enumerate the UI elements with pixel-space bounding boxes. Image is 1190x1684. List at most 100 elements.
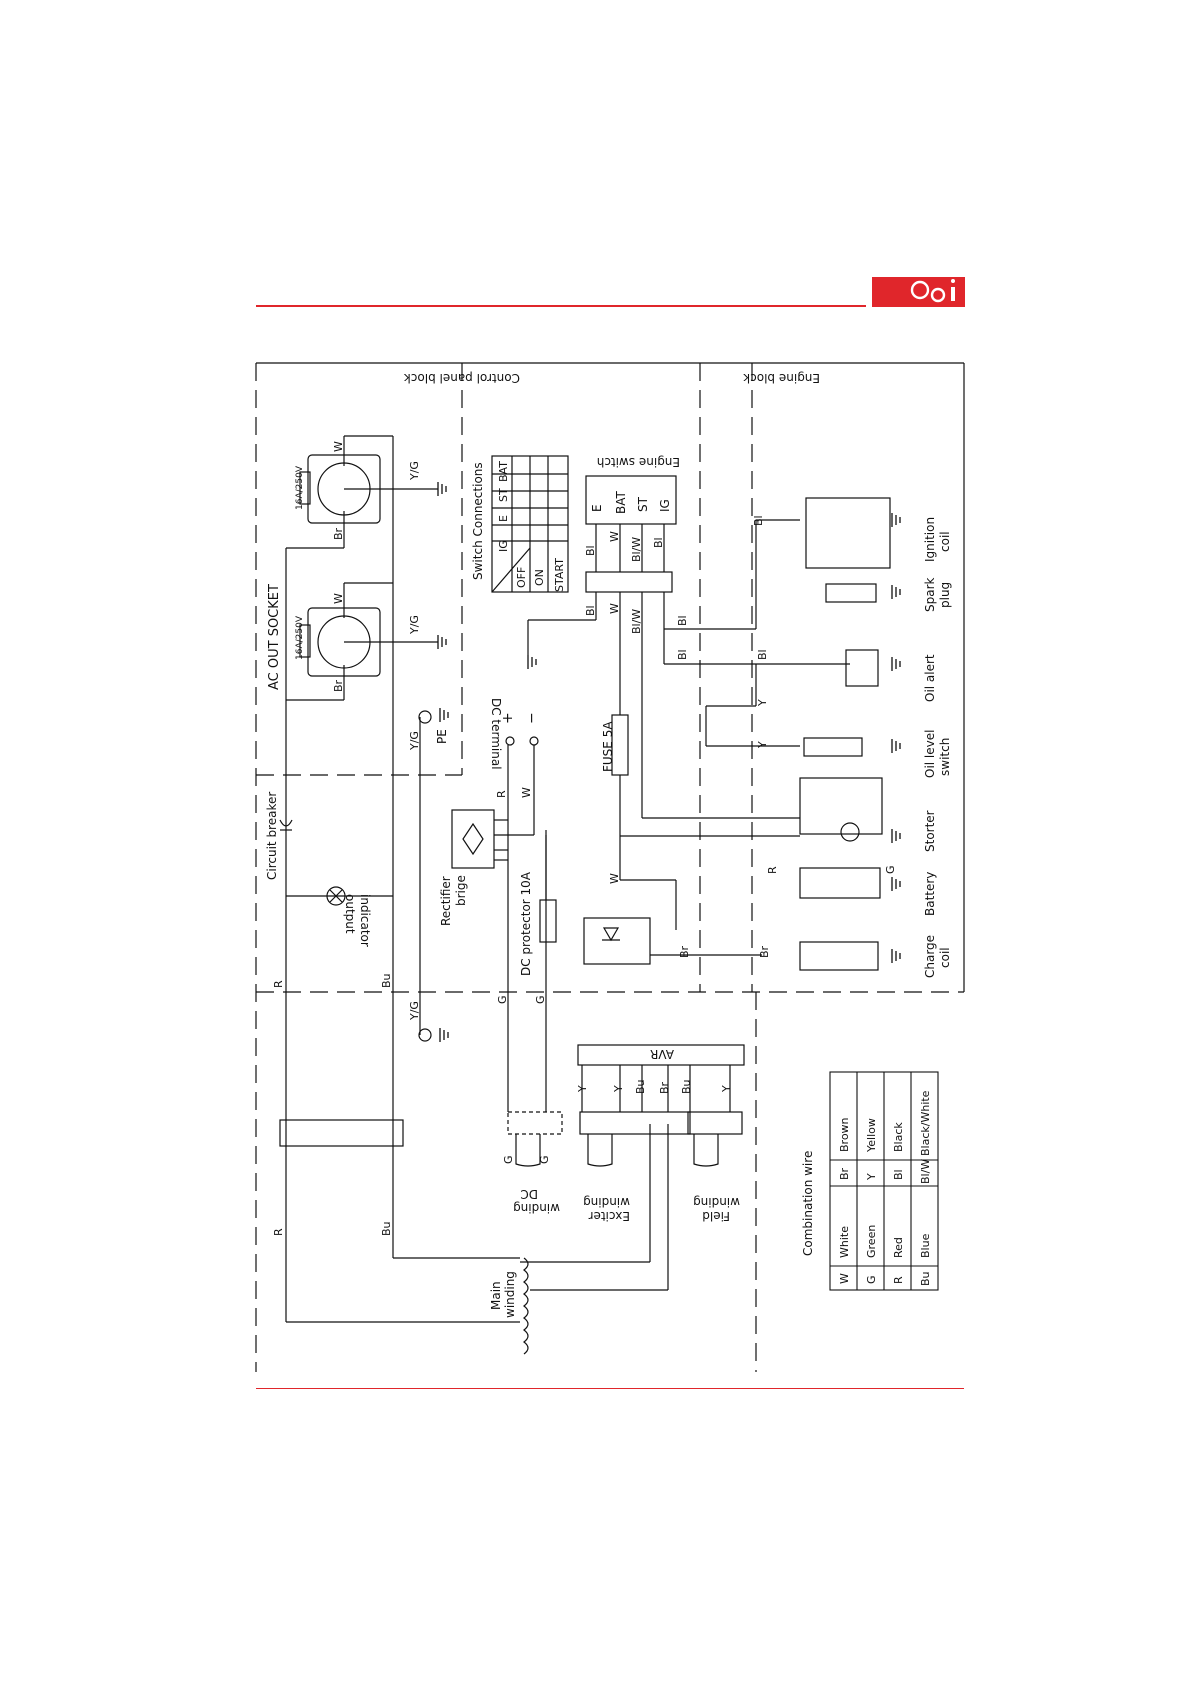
ac-out-socket-label: AC OUT SOCKET — [267, 584, 282, 690]
wire-label-bl-7: Bl — [756, 649, 769, 660]
wire-label-g-battery: G — [884, 865, 897, 874]
wire-label-r-dc: R — [495, 790, 508, 798]
combination-wire-legend: Combination wire W White Br Brown G Gree… — [801, 1071, 939, 1291]
legend-name-black: Black — [892, 1122, 905, 1152]
circuit-breaker-label: Circuit breaker — [265, 792, 279, 880]
wire-label-r-bottom: R — [272, 1228, 285, 1236]
fuse-label: FUSE 5A — [601, 721, 615, 772]
wire-label-bl-2: Bl — [652, 537, 665, 548]
wire-label-y-1: Y — [756, 699, 769, 707]
engine-switch-terminal-bat: BAT — [614, 490, 628, 514]
wire-label-br-avr: Br — [658, 1081, 671, 1094]
engine-switch-terminal-e: E — [590, 504, 604, 512]
dc-terminal-label: DC terminal — [489, 698, 503, 770]
legend-code-bl: Bl — [892, 1169, 905, 1180]
wire-label-br-charge-1: Br — [678, 945, 691, 958]
switch-header-bat: BAT — [497, 461, 510, 482]
legend-code-bu: Bu — [919, 1271, 932, 1286]
field-winding-label-2: winding — [693, 1195, 740, 1209]
wire-label-w-1: W — [608, 531, 621, 542]
pe-label: PE — [435, 729, 449, 744]
wire-label-y-avr-1: Y — [576, 1085, 589, 1093]
avr-label: AVR — [650, 1047, 674, 1061]
ignition-coil-label-1: Ignition — [923, 517, 937, 562]
wire-label-w-2: W — [608, 603, 621, 614]
wire-label-y-2: Y — [756, 741, 769, 749]
engine-switch-terminal-st: ST — [636, 496, 650, 512]
legend-name-black-white: Black/White — [919, 1090, 932, 1156]
legend-code-w: W — [838, 1273, 851, 1284]
wire-label-r-starter: R — [766, 866, 779, 874]
dc-winding-label-2: winding — [513, 1201, 560, 1215]
rectifier-label-2: brige — [454, 875, 468, 906]
wire-label-g-1: G — [496, 995, 509, 1004]
field-winding-label-1: Field — [702, 1209, 730, 1223]
legend-name-blue: Blue — [919, 1233, 932, 1258]
socket-rating-1: 16A/250V — [295, 465, 305, 510]
wire-label-bu-avr-2: Bu — [680, 1079, 693, 1094]
charge-coil-label-2: coil — [938, 947, 952, 968]
legend-code-y: Y — [865, 1173, 878, 1181]
gear-info-icon — [910, 279, 955, 303]
wire-label-w-dc: W — [520, 787, 533, 798]
output-indicator-label-1: output — [343, 894, 357, 934]
wire-label-bu-bottom: Bu — [380, 1221, 393, 1236]
starter-label: Storter — [923, 810, 937, 852]
wire-label-yg-socket1: Y/G — [408, 461, 421, 481]
legend-name-brown: Brown — [838, 1117, 851, 1152]
oil-level-label-1: Oil level — [923, 730, 937, 778]
wire-label-bu-avr-1: Bu — [634, 1079, 647, 1094]
legend-title: Combination wire — [801, 1151, 815, 1256]
legend-name-red: Red — [892, 1237, 905, 1258]
socket-rating-2: 16A/250V — [295, 615, 305, 660]
oil-alert-label: Oil alert — [923, 654, 937, 702]
wire-label-br-socket2: Br — [332, 679, 345, 692]
spark-plug-label-1: Spark — [923, 577, 937, 612]
wire-label-yg-bottom: Y/G — [408, 1001, 421, 1021]
wire-label-bl-4: Bl — [676, 615, 689, 626]
wire-label-bl-5: Bl — [676, 649, 689, 660]
main-winding-label-2: winding — [503, 1271, 517, 1318]
switch-connections-label: Switch Connections — [471, 462, 485, 580]
footer-rule — [256, 1388, 964, 1389]
dc-plus-label: + — [500, 712, 516, 724]
wire-label-bl-1: Bl — [584, 545, 597, 556]
rectifier-label-1: Rectifier — [439, 876, 453, 926]
wire-label-br-charge-2: Br — [758, 945, 771, 958]
output-indicator-label-2: indicator — [358, 894, 372, 947]
legend-code-blw: Bl/W — [919, 1159, 932, 1184]
wire-label-g-2: G — [534, 995, 547, 1004]
wire-label-blw-1: Bl/W — [630, 537, 643, 562]
wire-label-w-socket2: W — [332, 593, 345, 604]
switch-header-st: ST — [497, 488, 510, 502]
engine-switch-terminal-ig: IG — [658, 499, 672, 512]
wire-label-bl-3: Bl — [584, 605, 597, 616]
dc-winding-label-1: DC — [520, 1187, 538, 1201]
legend-name-green: Green — [865, 1225, 878, 1258]
dc-minus-label: − — [524, 712, 540, 724]
switch-header-ig: IG — [497, 540, 510, 552]
ignition-coil-label-2: coil — [938, 531, 952, 552]
legend-name-white: White — [838, 1226, 851, 1258]
legend-code-g: G — [865, 1275, 878, 1284]
switch-header-e: E — [497, 515, 510, 522]
engine-switch-label: Engine switch — [597, 455, 680, 469]
wire-label-yg-socket2: Y/G — [408, 615, 421, 635]
legend-name-yellow: Yellow — [865, 1118, 878, 1153]
switch-row-on: ON — [533, 569, 546, 586]
header-rule — [256, 305, 866, 307]
exciter-winding-label-1: Exciter — [589, 1209, 630, 1223]
wire-label-yg-pe: Y/G — [408, 731, 421, 751]
dc-protector-label: DC protector 10A — [519, 871, 533, 976]
legend-code-br: Br — [838, 1167, 851, 1180]
wire-label-g-dc-1: G — [502, 1155, 515, 1164]
legend-code-r: R — [892, 1276, 905, 1284]
exciter-winding-label-2: winding — [583, 1195, 630, 1209]
wire-label-y-avr-3: Y — [720, 1085, 733, 1093]
spark-plug-label-2: plug — [938, 582, 952, 608]
wire-label-w-3: W — [608, 873, 621, 884]
oil-level-label-2: switch — [938, 738, 952, 776]
wire-label-y-avr-2: Y — [612, 1085, 625, 1093]
control-panel-block-label: Control panel block — [404, 371, 520, 385]
